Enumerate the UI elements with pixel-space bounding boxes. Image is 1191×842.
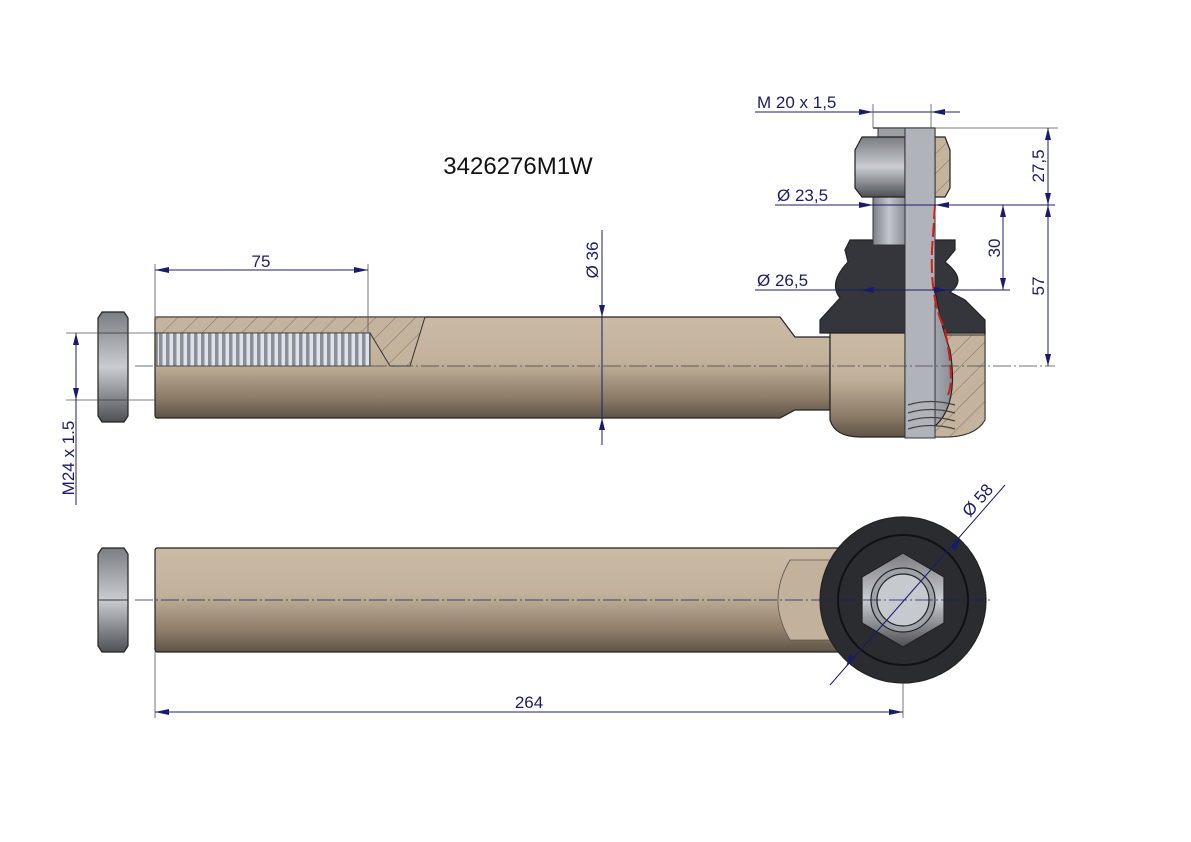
label-27-5: 27,5 xyxy=(1029,149,1048,182)
label-30: 30 xyxy=(985,239,1004,258)
grease-line-icon xyxy=(930,204,952,396)
castle-nut xyxy=(854,136,951,198)
spring-icon xyxy=(907,400,956,430)
dim-thread-length: 75 xyxy=(154,252,369,333)
label-264: 264 xyxy=(515,693,543,712)
label-diameter-36: Ø 36 xyxy=(583,242,602,279)
dim-stud-diameter-top: Ø 23,5 xyxy=(775,186,1055,208)
dim-rod-diameter: Ø 36 xyxy=(583,230,605,445)
stud-section xyxy=(904,127,936,439)
dust-boot xyxy=(819,239,986,334)
top-view xyxy=(97,516,990,684)
internal-thread xyxy=(156,332,371,367)
label-diameter-23-5: Ø 23,5 xyxy=(777,186,828,205)
side-view xyxy=(97,127,1055,439)
label-57: 57 xyxy=(1029,277,1048,296)
label-m24: M24 x 1.5 xyxy=(59,421,78,496)
label-m20: M 20 x 1,5 xyxy=(757,93,836,112)
dim-stud-thread: M 20 x 1,5 xyxy=(755,93,960,128)
dim-heights: 27,5 57 30 xyxy=(935,127,1058,366)
label-75: 75 xyxy=(252,252,271,271)
part-number: 3426276M1W xyxy=(443,153,593,180)
dim-inner-thread: M24 x 1.5 xyxy=(59,332,155,505)
label-diameter-26-5: Ø 26,5 xyxy=(757,271,808,290)
dim-stud-diameter-boot: Ø 26,5 xyxy=(755,271,1010,293)
dim-overall-length: 264 xyxy=(154,652,904,718)
lock-nut-side xyxy=(97,311,129,423)
